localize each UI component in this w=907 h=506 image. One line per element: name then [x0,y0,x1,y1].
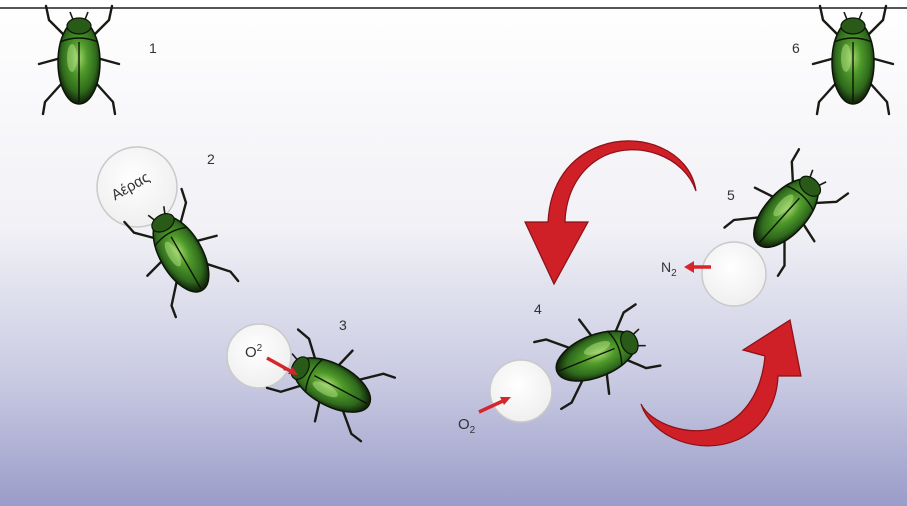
step-label-2: 2 [207,151,215,167]
bubble-step-5 [702,242,766,306]
o2-symbol: O [458,416,470,433]
o2-superscript: 2 [257,343,263,354]
step-label-5: 5 [727,187,735,203]
bubble-step-4 [490,360,552,422]
step-label-3: 3 [339,317,347,333]
o2-symbol: O [245,344,257,361]
air-bubble-icon [702,242,766,306]
o2-label-step-3: O2 [245,344,262,361]
n2-subscript: 2 [671,268,677,279]
n2-label-step-5: N2 [661,259,677,275]
step-label-4: 4 [534,301,542,317]
air-bubble-icon [490,360,552,422]
step-label-6: 6 [792,40,800,56]
o2-subscript: 2 [470,425,476,436]
n2-symbol: N [661,259,671,275]
o2-label-step-4: O2 [458,416,475,433]
step-label-1: 1 [149,40,157,56]
